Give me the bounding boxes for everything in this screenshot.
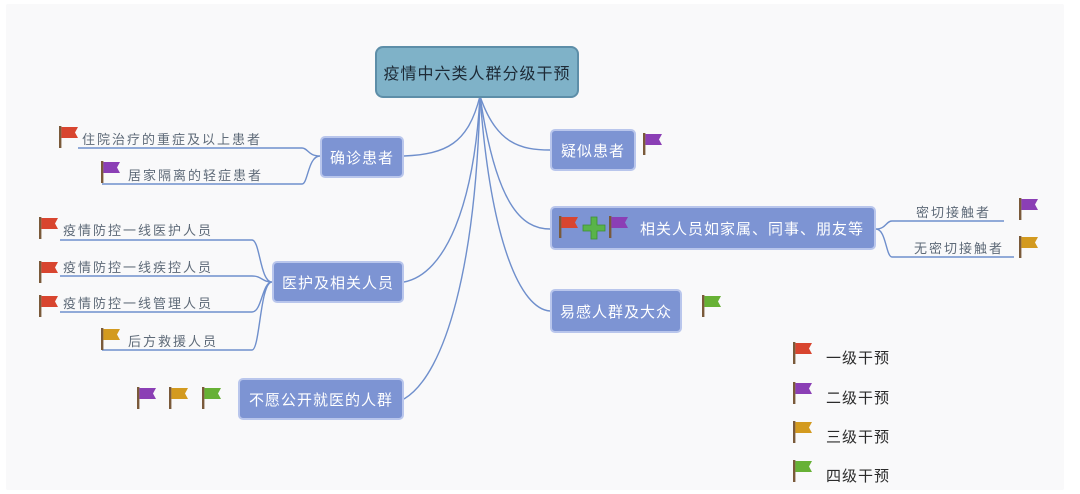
branch-medical[interactable]: 医护及相关人员 xyxy=(272,261,404,303)
gold-flag-icon xyxy=(169,387,188,409)
root-topic[interactable]: 疫情中六类人群分级干预 xyxy=(375,46,579,98)
link-root-suspected xyxy=(479,95,551,151)
red-flag-icon xyxy=(559,216,578,238)
link-root-public xyxy=(479,95,551,312)
legend-label-level-4: 四级干预 xyxy=(826,467,891,485)
branch-public-label: 易感人群及大众 xyxy=(559,302,672,321)
leaf-medical-rescue[interactable]: 后方救援人员 xyxy=(128,335,219,350)
purple-flag-icon xyxy=(137,387,156,409)
branch-suspected-label: 疑似患者 xyxy=(560,141,625,160)
leaf-medical-frontline-medical[interactable]: 疫情防控一线医护人员 xyxy=(63,224,214,239)
purple-flag-icon xyxy=(1019,198,1038,220)
branch-suspected[interactable]: 疑似患者 xyxy=(550,129,636,171)
leaf-confirmed-severe[interactable]: 住院治疗的重症及以上患者 xyxy=(82,133,263,148)
branch-reluctant[interactable]: 不愿公开就医的人群 xyxy=(238,378,404,420)
gold-flag-icon xyxy=(793,421,812,443)
connector-lines xyxy=(60,95,1014,400)
red-flag-icon xyxy=(793,342,812,364)
red-flag-icon xyxy=(39,295,58,317)
red-flag-icon xyxy=(59,126,78,148)
branch-medical-label: 医护及相关人员 xyxy=(281,273,394,292)
purple-flag-icon xyxy=(643,133,662,155)
gold-flag-icon xyxy=(1019,236,1038,258)
legend-label-level-2: 二级干预 xyxy=(826,389,891,407)
link-related-leaves xyxy=(875,220,1014,258)
green-flag-icon xyxy=(702,295,721,317)
red-flag-icon xyxy=(39,217,58,239)
link-root-medical xyxy=(403,95,481,283)
branch-reluctant-label: 不愿公开就医的人群 xyxy=(248,390,393,409)
plus-icon xyxy=(582,216,606,240)
leaf-related-close-contact[interactable]: 密切接触者 xyxy=(916,206,992,221)
purple-flag-icon xyxy=(793,382,812,404)
branch-related-label: 相关人员如家属、同事、朋友等 xyxy=(640,219,865,238)
legend-label-level-1: 一级干预 xyxy=(826,349,891,367)
link-root-reluctant xyxy=(403,95,481,400)
red-flag-icon xyxy=(39,261,58,283)
leaf-medical-frontline-management[interactable]: 疫情防控一线管理人员 xyxy=(63,297,214,312)
link-medical-leaves xyxy=(60,239,273,351)
green-flag-icon xyxy=(202,387,221,409)
mindmap-canvas: 疫情中六类人群分级干预 确诊患者 住院治疗的重症及以上患者 居家隔离的轻症患者 … xyxy=(6,4,1064,490)
branch-confirmed[interactable]: 确诊患者 xyxy=(320,136,404,178)
purple-flag-icon xyxy=(101,161,120,183)
link-root-related xyxy=(479,95,551,230)
green-flag-icon xyxy=(793,460,812,482)
leaf-related-no-close-contact[interactable]: 无密切接触者 xyxy=(914,242,1005,257)
root-topic-label: 疫情中六类人群分级干预 xyxy=(383,64,571,83)
link-root-confirmed xyxy=(403,95,481,157)
leaf-confirmed-mild[interactable]: 居家隔离的轻症患者 xyxy=(128,169,264,184)
branch-public[interactable]: 易感人群及大众 xyxy=(550,289,682,333)
purple-flag-icon xyxy=(609,216,628,238)
branch-confirmed-label: 确诊患者 xyxy=(329,148,394,167)
legend-label-level-3: 三级干预 xyxy=(826,428,891,446)
gold-flag-icon xyxy=(101,328,120,350)
link-confirmed-leaves xyxy=(78,147,321,185)
leaf-medical-frontline-cdc[interactable]: 疫情防控一线疾控人员 xyxy=(63,261,214,276)
